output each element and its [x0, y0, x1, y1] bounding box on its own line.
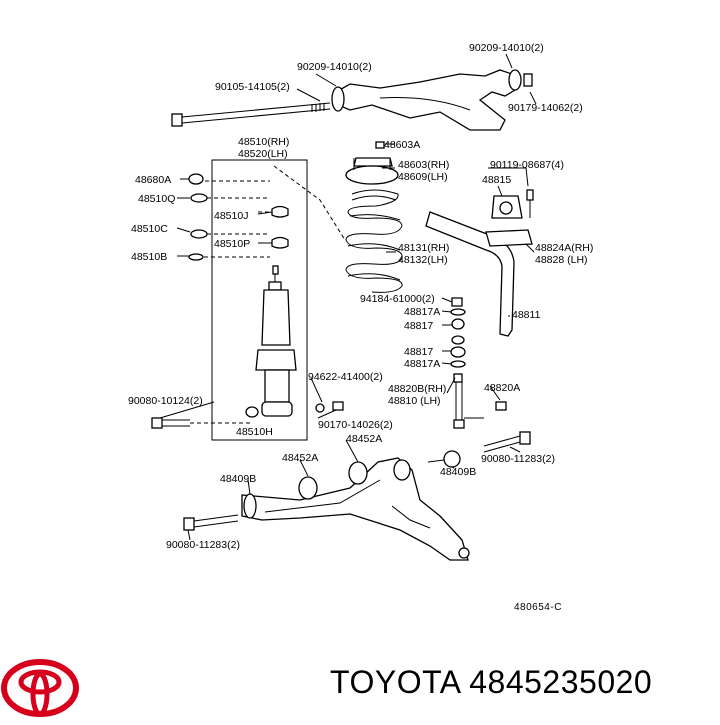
label-48452a-2: 48452A — [282, 452, 318, 464]
lower-arm-bolt-right — [427, 431, 531, 468]
coil-spring — [345, 189, 403, 293]
label-48510q: 48510Q — [138, 193, 175, 205]
label-48131: 48131(RH) — [398, 242, 449, 254]
label-48510c: 48510C — [131, 223, 168, 235]
label-90080-10124: 90080-10124(2) — [128, 395, 203, 407]
label-48817a-2: 48817A — [404, 358, 440, 370]
label-90080-11283-l: 90080-11283(2) — [166, 539, 240, 551]
label-94184: 94184-61000(2) — [360, 293, 435, 305]
label-48820a: 48820A — [484, 382, 520, 394]
label-90209-top: 90209-14010(2) — [469, 42, 544, 54]
label-90179: 90179-14062(2) — [508, 102, 583, 114]
toyota-logo — [1, 659, 79, 717]
label-48510rh: 48510(RH) — [238, 136, 289, 148]
label-48510h: 48510H — [236, 426, 273, 438]
label-48409b-l: 48409B — [220, 473, 256, 485]
label-48810: 48810 (LH) — [388, 395, 441, 407]
link-nuts — [315, 401, 344, 413]
label-48820b: 48820B(RH) — [388, 383, 446, 395]
shock-bolt — [151, 417, 250, 429]
label-48609lh: 48609(LH) — [398, 171, 448, 183]
label-48520lh: 48520(LH) — [238, 148, 288, 160]
upper-arm-bolt — [171, 102, 331, 127]
diagram-code: 480654-C — [514, 602, 562, 613]
shock-absorber — [245, 265, 297, 418]
stabilizer-link-stack — [450, 297, 466, 368]
label-48815: 48815 — [482, 174, 511, 186]
footer-title: TOYOTA 4845235020 — [330, 664, 653, 700]
label-48452a-1: 48452A — [346, 433, 382, 445]
label-48603a: 48603A — [384, 139, 420, 151]
shock-group-box — [211, 159, 308, 441]
label-48510b: 48510B — [131, 251, 167, 263]
label-94622: 94622-41400(2) — [308, 371, 383, 383]
shock-to-spring-guide — [273, 165, 346, 241]
label-90170: 90170-14026(2) — [318, 419, 393, 431]
part-labels: 90209-14010(2) 90209-14010(2) 90105-1410… — [128, 42, 593, 613]
label-48409b-r: 48409B — [440, 466, 476, 478]
leader-lines — [159, 53, 537, 541]
label-48817-2: 48817 — [404, 346, 433, 358]
spring-upper-seat — [345, 141, 399, 185]
label-90119: 90119-08687(4) — [490, 159, 564, 171]
label-48817a-1: 48817A — [404, 306, 440, 318]
stabilizer-link — [453, 373, 507, 429]
lower-control-arm — [241, 457, 470, 561]
lower-arm-bolt-left — [183, 514, 239, 531]
label-48510p: 48510P — [214, 238, 250, 250]
label-90105: 90105-14105(2) — [215, 81, 290, 93]
label-48811: 48811 — [512, 309, 541, 321]
lower-arm-bushings — [298, 461, 368, 500]
label-90080-11283-r: 90080-11283(2) — [481, 453, 555, 465]
label-48603rh: 48603(RH) — [398, 159, 449, 171]
stabilizer-bushing-bracket — [485, 189, 534, 247]
label-48680a: 48680A — [135, 174, 171, 186]
label-90209-mid: 90209-14010(2) — [297, 61, 372, 73]
label-48132: 48132(LH) — [398, 254, 448, 266]
upper-control-arm — [331, 69, 522, 131]
shock-hardware — [188, 173, 289, 261]
upper-arm-nut — [523, 73, 533, 87]
label-48817-1: 48817 — [404, 320, 433, 332]
label-48824a: 48824A(RH) — [535, 242, 593, 254]
label-48510j: 48510J — [214, 210, 248, 222]
label-48828: 48828 (LH) — [535, 254, 588, 266]
